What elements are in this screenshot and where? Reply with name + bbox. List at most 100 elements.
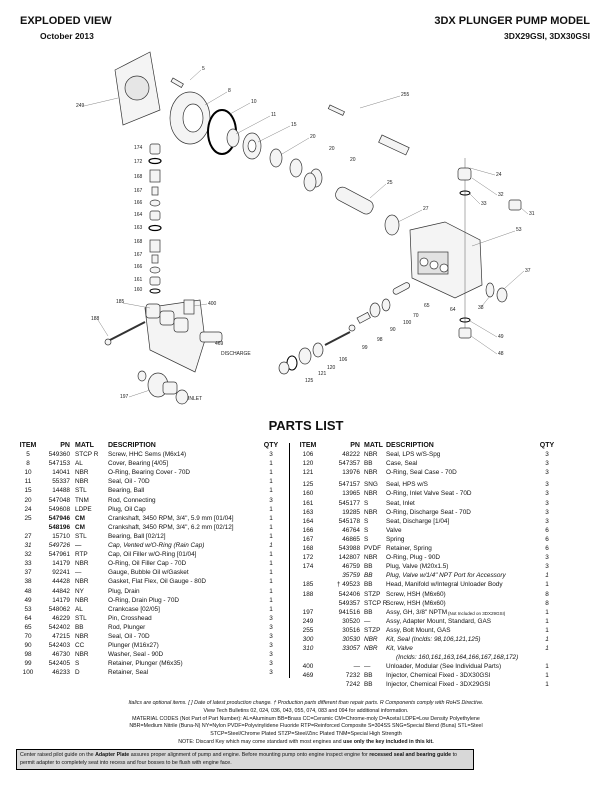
material-code: STZP xyxy=(364,626,381,634)
callout-label: 15 xyxy=(291,122,297,128)
quantity: 1 xyxy=(545,608,549,616)
part-number: 549357 xyxy=(338,599,360,607)
quantity: 1 xyxy=(269,514,273,522)
part-description: Seat, Discharge [1/04] xyxy=(386,517,450,525)
part-description: Gasket, Flat Flex, Oil Gauge - 80D xyxy=(108,578,207,586)
discharge-label: DISCHARGE xyxy=(221,351,251,357)
note-text-bold: Adapter Plate xyxy=(95,752,130,758)
material-code: NBR xyxy=(75,560,89,568)
item-number: 70 xyxy=(24,632,32,640)
callout-label: 10 xyxy=(251,99,257,105)
item-number: 27 xyxy=(24,532,32,540)
callout-label: 121 xyxy=(318,371,327,377)
part-description: Injector, Chemical Fixed - 3DX29GSI xyxy=(386,681,491,689)
column-header-desc: DESCRIPTION xyxy=(386,442,434,449)
quantity: 3 xyxy=(545,554,549,562)
callout-label: 31 xyxy=(529,211,535,217)
exploded-view-diagram: 5 8 10 11 15 20 20 20 249 174 172 168 16… xyxy=(76,51,535,405)
material-code: D xyxy=(75,669,80,677)
item-number: 174 xyxy=(302,563,314,571)
item-number: 53 xyxy=(24,605,32,613)
quantity: 1 xyxy=(269,487,273,495)
item-number: 98 xyxy=(24,651,32,659)
injector-part xyxy=(199,331,223,343)
quantity: 1 xyxy=(545,617,549,625)
material-code: BB xyxy=(364,572,373,580)
part-callouts: 5 8 10 11 15 20 20 20 249 174 172 168 16… xyxy=(76,66,535,402)
part-number: 542405 xyxy=(48,660,70,668)
part-description: O-Ring, Seal Case - 70D xyxy=(386,469,457,477)
callout-label: 27 xyxy=(423,206,429,212)
material-code: S xyxy=(364,517,369,525)
adapter-plate-note: Center raised pilot guide on the Adapter… xyxy=(16,749,474,770)
part-number: 44842 xyxy=(52,587,70,595)
part-description-note: (Not Included on 3DX29GSI) xyxy=(448,610,506,616)
footnote-line: Italics are optional items. [ ] Date of … xyxy=(128,700,484,706)
part-number: 547157 xyxy=(338,481,360,489)
quantity: 6 xyxy=(545,545,549,553)
table-row: (Inclds: 160,161,163,164,166,167,168,172… xyxy=(290,653,612,662)
footnote-line: STCP=Steel/Chrome Plated STZP=Steel/Zinc… xyxy=(210,731,402,738)
callout-label: 64 xyxy=(450,307,456,313)
material-code: CC xyxy=(75,642,85,650)
part-description: (Inclds: 160,161,163,164,166,167,168,172… xyxy=(396,654,519,662)
callout-label: 188 xyxy=(91,316,100,322)
material-code: AL xyxy=(75,460,83,468)
callout-label: 185 xyxy=(116,299,125,305)
material-code: LDPE xyxy=(75,505,92,513)
part-description: Rod, Connecting xyxy=(108,496,156,504)
callout-label: 8 xyxy=(228,88,231,94)
item-number: 65 xyxy=(24,623,32,631)
quantity: 1 xyxy=(269,542,273,550)
footnote-note-bold: use only the key included in this kit. xyxy=(343,738,434,745)
part-description: Plunger (M16x27) xyxy=(108,642,159,650)
part-description: Screw, HHC Sems (M6x14) xyxy=(108,451,187,459)
part-description: Crankcase [02/05] xyxy=(108,605,160,613)
item-number: 10 xyxy=(24,469,32,477)
callout-label: 33 xyxy=(481,201,487,207)
part-description: Assy, Adapter Mount, Standard, GAS xyxy=(386,617,492,625)
callout-label: 25 xyxy=(387,180,393,186)
part-description: O-Ring, Discharge Seat - 70D xyxy=(386,508,471,516)
quantity: 1 xyxy=(545,626,549,634)
part-number: 30516 xyxy=(342,626,360,634)
callout-label: 70 xyxy=(413,313,419,319)
quantity: 1 xyxy=(269,469,273,477)
material-code: NBR xyxy=(75,578,89,586)
quantity: 3 xyxy=(545,469,549,477)
callout-label: 37 xyxy=(525,268,531,274)
column-divider xyxy=(289,443,290,678)
part-description: Seal, LPS w/S-Spg xyxy=(386,451,441,459)
item-number: 185 xyxy=(302,581,314,589)
part-description: Bearing, Ball [02/12] xyxy=(108,532,166,540)
callout-label: 168 xyxy=(134,174,143,180)
part-number: 44428 xyxy=(52,578,70,586)
callout-label: 164 xyxy=(134,212,143,218)
column-header-qty: QTY xyxy=(539,442,555,449)
item-number: 160 xyxy=(302,490,314,498)
item-number: 8 xyxy=(26,460,30,468)
quantity: 1 xyxy=(545,645,549,653)
part-description: Plug, Oil Cap xyxy=(108,505,146,513)
item-number: 161 xyxy=(302,499,314,507)
part-number: 13965 xyxy=(342,490,360,498)
callout-label: 400 xyxy=(208,301,217,307)
material-code: STL xyxy=(75,532,87,540)
quantity: 1 xyxy=(269,560,273,568)
callout-label: 255 xyxy=(401,92,410,98)
